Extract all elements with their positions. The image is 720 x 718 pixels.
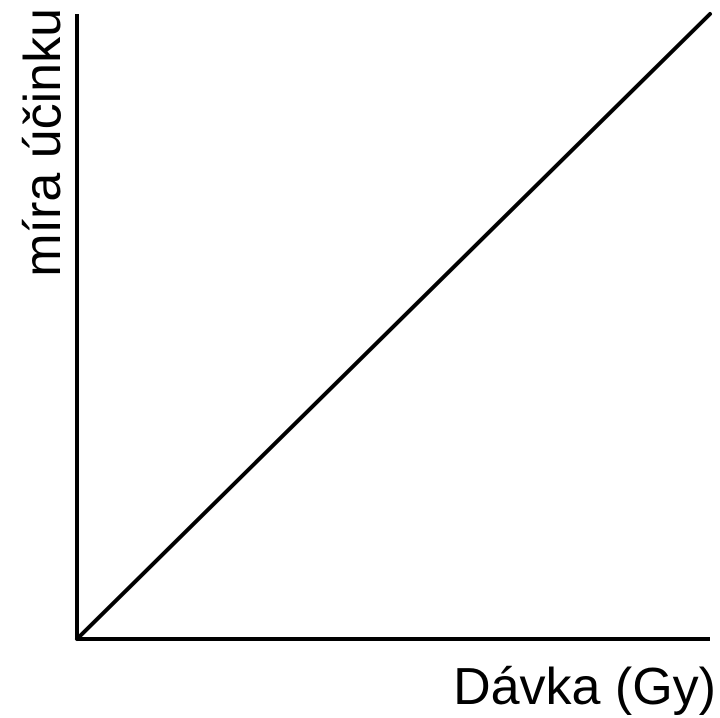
y-axis-label: míra účinku xyxy=(14,8,72,277)
series-layer xyxy=(75,12,712,641)
series-line-0 xyxy=(75,12,712,641)
x-axis-label: Dávka (Gy) xyxy=(453,658,716,716)
